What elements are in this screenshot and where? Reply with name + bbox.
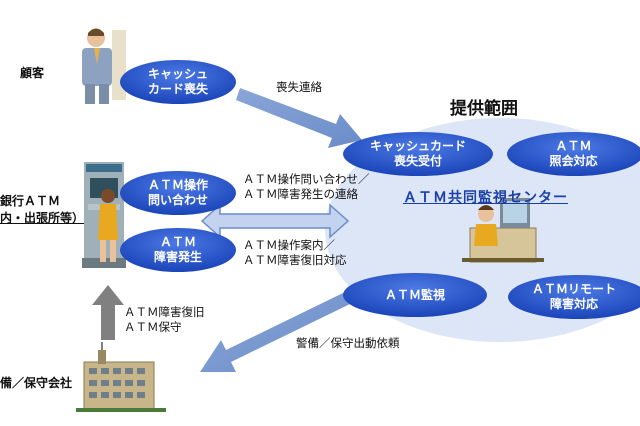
bubble-text-line: キャッシュ — [147, 67, 208, 81]
dispatch-message: 警備／保守出動依頼 — [296, 336, 400, 350]
bubble-atm-monitoring — [343, 273, 487, 317]
bubble-cash-card-loss-text: キャッシュ カード喪失 — [120, 67, 236, 97]
bubble-text-line: 障害対応 — [549, 297, 598, 311]
bubble-atm-monitoring-text: ＡＴＭ監視 — [343, 288, 487, 303]
bubble-text-line: 障害発生 — [153, 250, 202, 264]
atm-machine-figure — [82, 162, 126, 268]
bubble-atm-operation-inquiry — [120, 171, 236, 215]
bubble-atm-remote-fault — [508, 275, 640, 319]
customer-label: 顧客 — [20, 66, 45, 80]
scope-title: 提供範囲 — [450, 99, 518, 119]
recovery-up-arrow — [92, 285, 124, 340]
message-line: ＡＴＭ操作案内／ — [243, 238, 335, 252]
bubble-card-loss-reception-text: キャッシュカード 喪失受付 — [343, 139, 493, 169]
bubble-text-line: ＡＴＭ操作 — [147, 178, 208, 192]
bubble-text-line: カード喪失 — [147, 82, 208, 96]
dispatch-arrow — [200, 292, 350, 372]
bubble-text-line: 照会対応 — [549, 154, 598, 168]
bank-atm-label-2: 内・出張所等） — [0, 211, 85, 225]
message-line: ＡＴＭ操作問い合わせ／ — [243, 172, 370, 186]
bubble-text-line: ＡＴＭ監視 — [384, 288, 445, 302]
bubble-text-line: ＡＴＭリモート — [531, 282, 616, 296]
bubble-text-line: ＡＴＭ — [159, 235, 196, 249]
company-building-figure — [76, 342, 166, 412]
message-line: ＡＴＭ障害復旧対応 — [243, 253, 347, 267]
center-title: ＡＴＭ共同監視センター — [403, 190, 568, 206]
message-line: ＡＴＭ保守 — [124, 320, 182, 334]
bubble-cash-card-loss — [120, 60, 236, 104]
loss-contact-message: 喪失連絡 — [276, 80, 322, 94]
loss-contact-arrow — [236, 88, 362, 148]
bubble-text-line: ＡＴＭ — [555, 139, 592, 153]
bubble-atm-failure-text: ＡＴＭ 障害発生 — [120, 235, 236, 265]
bubble-text-line: 問い合わせ — [147, 193, 208, 207]
message-line: ＡＴＭ障害復旧 — [124, 305, 205, 319]
operator-figure — [462, 198, 544, 263]
inquiry-message: ＡＴＭ操作問い合わせ／ ＡＴＭ障害発生の連絡 — [243, 172, 370, 202]
bank-atm-label-1: 銀行ＡＴＭ — [0, 194, 61, 208]
guidance-message: ＡＴＭ操作案内／ ＡＴＭ障害復旧対応 — [243, 238, 347, 268]
bubble-card-loss-reception — [343, 132, 493, 176]
bubble-atm-inquiry-response-text: ＡＴＭ 照会対応 — [507, 139, 640, 169]
atm-center-double-arrow — [200, 203, 350, 239]
bubble-text-line: 喪失受付 — [393, 154, 442, 168]
recovery-message: ＡＴＭ障害復旧 ＡＴＭ保守 — [124, 305, 205, 335]
security-company-label: 備／保守会社 — [0, 376, 73, 390]
bubble-atm-remote-fault-text: ＡＴＭリモート 障害対応 — [508, 282, 640, 312]
bubble-text-line: キャッシュカード — [369, 139, 466, 153]
bubble-atm-inquiry-response — [507, 132, 640, 176]
bubble-atm-operation-inquiry-text: ＡＴＭ操作 問い合わせ — [120, 178, 236, 208]
message-line: ＡＴＭ障害発生の連絡 — [243, 187, 358, 201]
bubble-atm-failure — [120, 228, 236, 272]
